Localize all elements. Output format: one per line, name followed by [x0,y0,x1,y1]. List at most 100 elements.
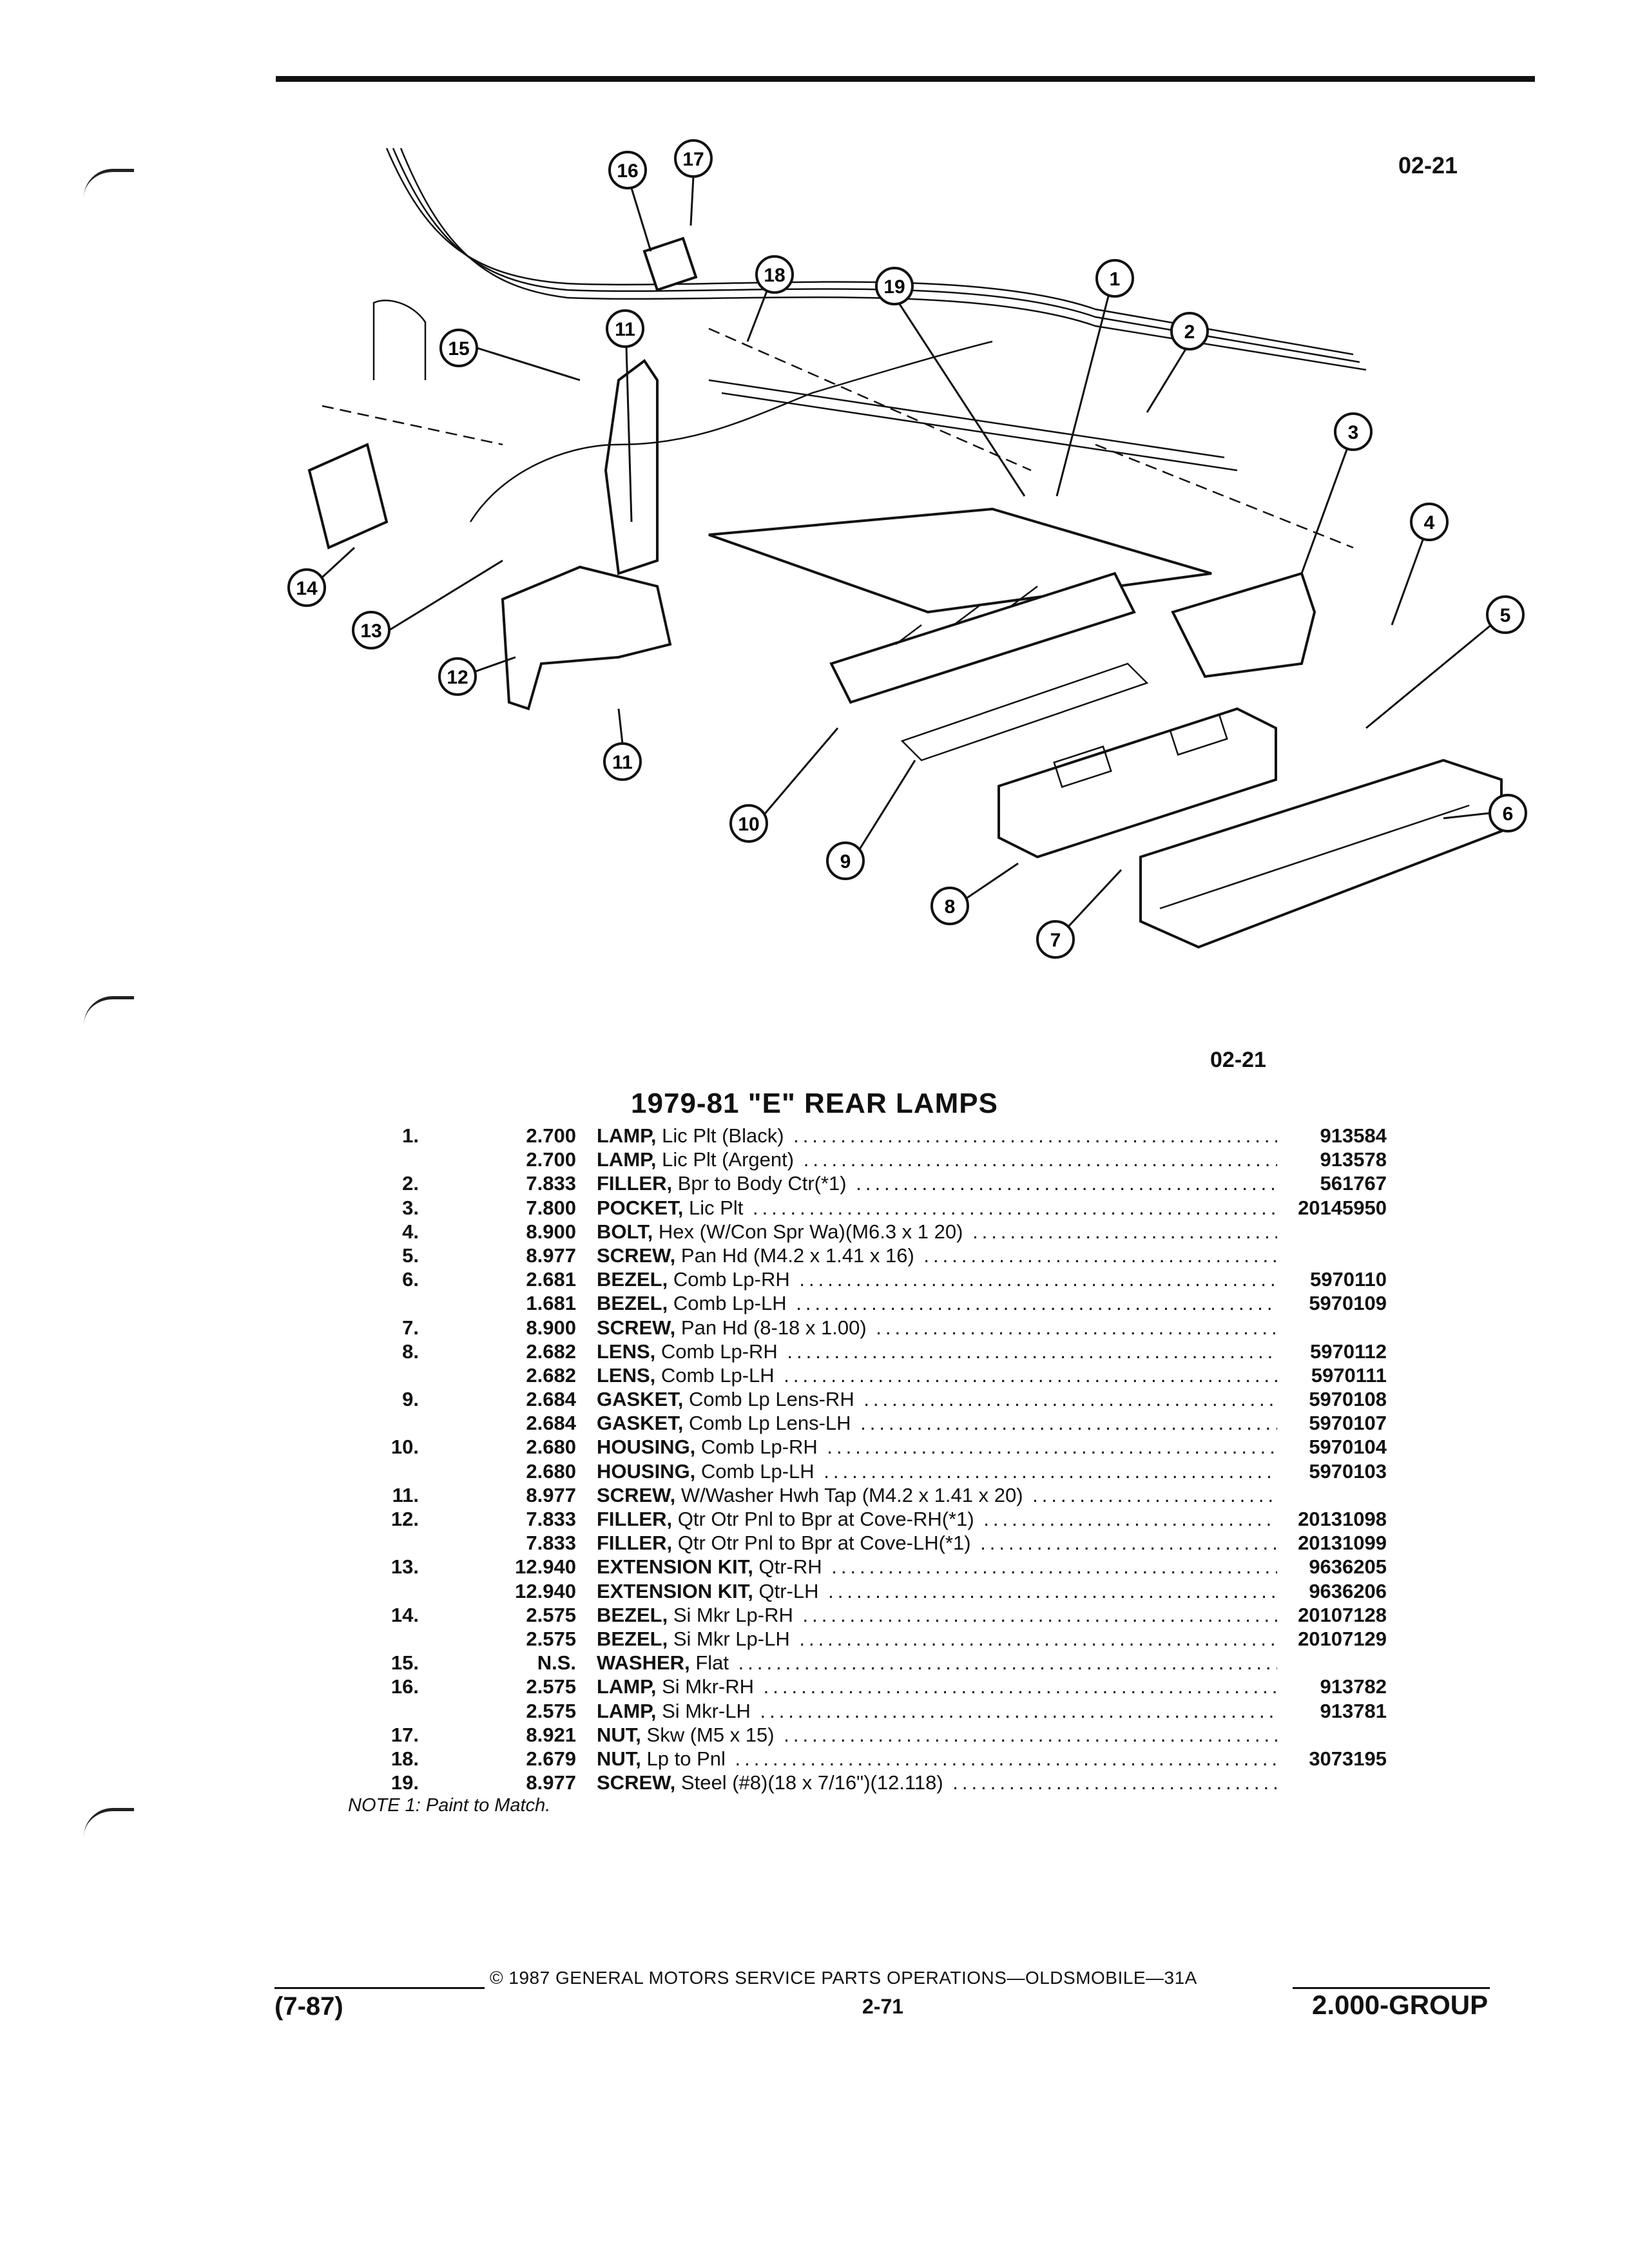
leader-dots: ........................................… [856,1172,1277,1195]
part-number: 913782 [1320,1675,1387,1698]
leader-dots: ........................................… [827,1436,1277,1459]
part-number: 5970107 [1309,1412,1387,1435]
part-description: HOUSING, Comb Lp-RH ....................… [597,1435,1277,1459]
part-name: POCKET, [597,1196,684,1219]
part-description: POCKET, Lic Plt ........................… [597,1196,1277,1220]
part-name: SCREW, [597,1483,676,1506]
gasket-shape [900,662,1149,762]
side-marker-lamp-shape [642,236,698,292]
part-name: EXTENSION KIT, [597,1579,753,1602]
part-description: WASHER, Flat ...........................… [597,1651,1277,1675]
rear-panel-edge [708,379,1225,459]
part-detail: Lic Plt (Argent) [662,1148,795,1171]
part-name: BEZEL, [597,1627,668,1650]
callout-6: 6 [1489,794,1527,832]
part-detail: Flat [695,1651,729,1675]
group-code: 2.682 [526,1340,576,1363]
part-detail: Steel (#8)(18 x 7/16")(12.118) [680,1771,943,1794]
part-detail: Lic Plt (Black) [662,1124,784,1147]
callout-16: 16 [608,151,647,189]
part-description: SCREW, W/Washer Hwh Tap (M4.2 x 1.41 x 2… [597,1483,1277,1507]
svg-text:5: 5 [1500,605,1511,626]
part-number: 9636205 [1309,1555,1387,1579]
footnote: NOTE 1: Paint to Match. [348,1795,551,1816]
part-name: SCREW, [597,1771,676,1794]
part-detail: Qtr Otr Pnl to Bpr at Cove-RH(*1) [677,1508,974,1530]
part-detail: Comb Lp Lens-LH [688,1412,851,1435]
part-name: FILLER, [597,1508,673,1530]
svg-text:15: 15 [448,338,469,360]
callout-3: 3 [1334,412,1373,451]
leader-line [617,708,624,744]
leader-dots: ........................................… [803,1148,1277,1171]
part-description: BEZEL, Si Mkr Lp-LH ....................… [597,1627,1277,1651]
item-number: 6. [402,1268,419,1291]
item-number: 15. [390,1651,419,1675]
part-detail: Lp to Pnl [646,1747,726,1770]
part-description: NUT, Lp to Pnl .........................… [597,1747,1277,1771]
leader-line [966,862,1019,899]
callout-5: 5 [1486,595,1525,634]
revision-date: (7-87) [275,1992,343,2021]
leader-dots: ........................................… [876,1316,1277,1339]
exploded-parts-diagram: 1 2 3 4 5 6 7 8 9 10 11 11 12 13 14 15 1… [287,139,1527,959]
group-code: 2.700 [526,1148,576,1171]
leader-dots: ........................................… [983,1508,1277,1530]
top-rule [276,76,1535,82]
part-description: SCREW, Pan Hd (8-18 x 1.00) ............… [597,1316,1277,1340]
group-code: 2.680 [526,1436,576,1459]
leader-dots: ........................................… [863,1388,1277,1411]
group-code: 2.679 [526,1747,576,1770]
part-number: 5970103 [1309,1459,1387,1483]
item-number: 3. [402,1196,419,1219]
svg-text:10: 10 [738,814,759,835]
part-description: FILLER, Qtr Otr Pnl to Bpr at Cove-LH(*1… [597,1531,1277,1555]
leader-line [321,546,356,579]
group-code: 2.684 [526,1412,576,1435]
parts-list-row: 18. 2.679 NUT, Lp to Pnl .................… [342,1747,1387,1771]
svg-text:17: 17 [682,149,704,170]
item-number: 9. [402,1388,419,1411]
part-detail: Comb Lp-RH [673,1268,790,1291]
part-detail: Si Mkr-LH [662,1699,751,1722]
svg-text:19: 19 [883,276,905,298]
item-number: 19. [390,1771,419,1794]
part-name: EXTENSION KIT, [597,1555,753,1579]
item-number: 13. [390,1555,419,1579]
leader-line [476,347,581,381]
item-number: 8. [402,1340,419,1363]
svg-text:3: 3 [1348,422,1359,443]
part-name: BEZEL, [597,1292,668,1315]
leader-dots: ........................................… [1032,1483,1277,1506]
callout-18: 18 [755,255,794,294]
part-name: FILLER, [597,1532,673,1555]
item-number: 1. [402,1124,419,1147]
part-name: HOUSING, [597,1459,696,1483]
footer-rule [275,1987,485,1989]
leader-dots: ........................................… [802,1603,1277,1626]
part-name: GASKET, [597,1412,684,1435]
part-description: BEZEL, Comb Lp-RH ......................… [597,1267,1277,1291]
part-name: SCREW, [597,1316,676,1339]
leader-dots: ........................................… [860,1412,1277,1435]
item-number: 18. [390,1747,419,1770]
group-code: 2.682 [526,1363,576,1387]
item-number: 10. [390,1436,419,1459]
leader-line [1300,449,1348,574]
part-description: HOUSING, Comb Lp-LH ....................… [597,1459,1277,1483]
leader-dots: ........................................… [831,1555,1277,1579]
group-code: 2.680 [526,1459,576,1483]
leader-dots: ........................................… [763,1675,1277,1698]
part-number: 20107128 [1298,1603,1387,1626]
part-number: 20107129 [1298,1627,1387,1650]
page-number: 2-71 [862,1995,904,2018]
leader-line [858,760,916,850]
part-number: 20131099 [1298,1532,1387,1555]
part-description: FILLER, Bpr to Body Ctr(*1) ............… [597,1171,1277,1195]
pocket-shape [1171,572,1316,678]
item-number: 16. [390,1675,419,1698]
callout-15: 15 [439,329,478,367]
